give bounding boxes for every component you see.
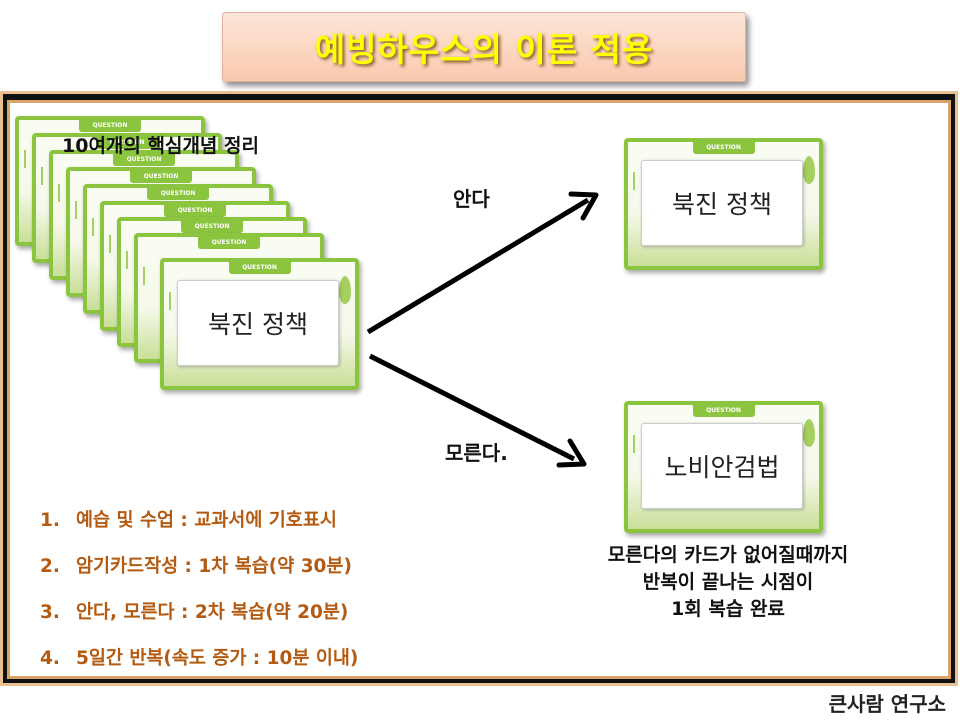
- note-line: 모른다의 카드가 없어질때까지: [556, 542, 900, 569]
- step-text: 안다, 모른다 : 2차 복습(약 20분): [76, 602, 348, 623]
- leaf-icon: [803, 156, 815, 184]
- card-tab: QUESTION: [693, 142, 755, 154]
- know-label: 안다: [453, 183, 490, 212]
- step-number: 1.: [40, 510, 76, 531]
- step-item: 1.예습 및 수업 : 교과서에 기호표시: [40, 506, 358, 552]
- note-line: 반복이 끝나는 시점이: [556, 569, 900, 596]
- step-number: 2.: [40, 556, 76, 577]
- note-line: 1회 복습 완료: [556, 596, 900, 623]
- leaf-icon: [803, 419, 815, 447]
- step-item: 4.5일간 반복(속도 증가 : 10분 이내): [40, 644, 358, 690]
- step-item: 3.안다, 모른다 : 2차 복습(약 20분): [40, 598, 358, 644]
- step-text: 예습 및 수업 : 교과서에 기호표시: [76, 510, 337, 531]
- unknown-card-text: 노비안검법: [641, 423, 803, 509]
- arrow-know: [368, 200, 588, 332]
- known-card: QUESTION 북진 정책: [624, 138, 823, 270]
- steps-list: 1.예습 및 수업 : 교과서에 기호표시 2.암기카드작성 : 1차 복습(약…: [40, 506, 358, 690]
- footer-credit: 큰사람 연구소: [829, 688, 946, 717]
- step-text: 암기카드작성 : 1차 복습(약 30분): [76, 556, 352, 577]
- step-item: 2.암기카드작성 : 1차 복습(약 30분): [40, 552, 358, 598]
- step-number: 4.: [40, 648, 76, 669]
- known-card-text: 북진 정책: [641, 160, 803, 246]
- step-number: 3.: [40, 602, 76, 623]
- step-text: 5일간 반복(속도 증가 : 10분 이내): [76, 648, 358, 669]
- unknown-card: QUESTION 노비안검법: [624, 401, 823, 533]
- card-tab: QUESTION: [693, 405, 755, 417]
- completion-note: 모른다의 카드가 없어질때까지 반복이 끝나는 시점이 1회 복습 완료: [556, 542, 900, 623]
- unknown-label: 모른다.: [445, 437, 508, 466]
